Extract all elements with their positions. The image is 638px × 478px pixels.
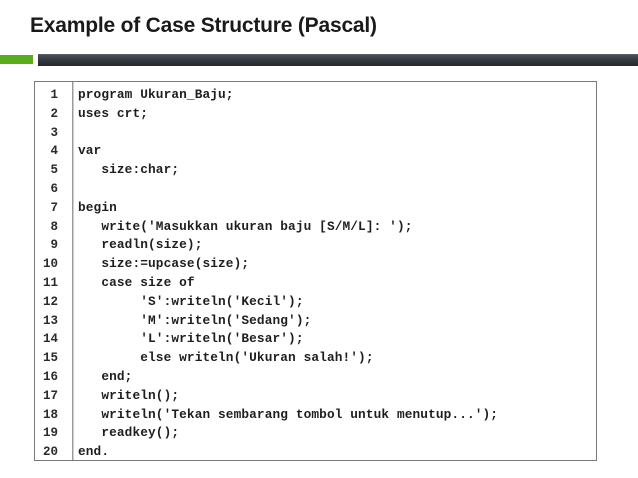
code-line: 1 program Ukuran_Baju; [35, 86, 596, 105]
line-number: 12 [42, 294, 58, 309]
code-line-text: write('Masukkan ukuran baju [S/M/L]: '); [78, 218, 413, 234]
line-number: 8 [50, 219, 58, 234]
divider-dark-bar [38, 54, 638, 66]
code-line-text: 'L':writeln('Besar'); [78, 331, 304, 347]
gutter-separator [72, 82, 74, 460]
line-number: 9 [50, 238, 58, 253]
title-divider [0, 54, 638, 66]
code-line-text: program Ukuran_Baju; [78, 87, 234, 102]
code-line-text: 'S':writeln('Kecil'); [78, 293, 304, 309]
code-line: 10 size:=upcase(size); [35, 255, 596, 274]
code-line: 18 writeln('Tekan sembarang tombol untuk… [35, 406, 596, 425]
code-line-text: writeln('Tekan sembarang tombol untuk me… [78, 406, 499, 422]
code-line: 13 'M':writeln('Sedang'); [35, 312, 596, 331]
code-line-text: readln(size); [78, 237, 203, 253]
code-line: 7 begin [35, 199, 596, 218]
code-line-text: size:=upcase(size); [78, 256, 250, 272]
line-number: 13 [42, 313, 58, 328]
code-line: 15 else writeln('Ukuran salah!'); [35, 349, 596, 368]
line-number: 17 [42, 388, 58, 403]
code-line: 5 size:char; [35, 161, 596, 180]
code-line-text: end; [78, 368, 133, 384]
code-line: 9 readln(size); [35, 236, 596, 255]
line-number: 5 [50, 163, 58, 178]
line-number: 19 [42, 426, 58, 441]
line-number: 16 [42, 369, 58, 384]
code-line: 4 var [35, 142, 596, 161]
code-line: 8 write('Masukkan ukuran baju [S/M/L]: '… [35, 218, 596, 237]
code-block: 1 program Ukuran_Baju; 2 uses crt; 3 4 var 5 si… [34, 81, 597, 461]
code-line: 2 uses crt; [35, 105, 596, 124]
code-line: 6 [35, 180, 596, 199]
line-number: 6 [50, 181, 58, 196]
line-number: 14 [42, 332, 58, 347]
code-line-text: begin [78, 199, 117, 215]
line-number: 15 [42, 351, 58, 366]
code-line-text: case size of [78, 274, 195, 290]
line-number: 20 [42, 445, 58, 460]
code-line-text: size:char; [78, 162, 180, 178]
line-number: 7 [50, 200, 58, 215]
code-line: 16 end; [35, 368, 596, 387]
line-number: 11 [42, 275, 58, 290]
code-line: 11 case size of [35, 274, 596, 293]
code-line-text: else writeln('Ukuran salah!'); [78, 350, 374, 366]
code-line-list: 1 program Ukuran_Baju; 2 uses crt; 3 4 var 5 si… [35, 86, 596, 460]
code-line-text: readkey(); [78, 425, 180, 441]
code-line-text: end. [78, 444, 110, 460]
code-line-text: uses crt; [78, 105, 149, 121]
code-line-text: var [78, 143, 102, 159]
code-line-text: 'M':writeln('Sedang'); [78, 312, 312, 328]
line-number: 1 [50, 88, 58, 102]
line-number: 4 [50, 144, 58, 159]
line-number: 3 [50, 125, 58, 140]
code-line: 19 readkey(); [35, 424, 596, 443]
code-line: 12 'S':writeln('Kecil'); [35, 293, 596, 312]
divider-green-accent [0, 55, 33, 64]
code-line: 17 writeln(); [35, 387, 596, 406]
line-number: 2 [50, 106, 58, 121]
line-number: 10 [42, 257, 58, 272]
code-line-text: writeln(); [78, 387, 180, 403]
line-number: 18 [42, 407, 58, 422]
code-line: 14 'L':writeln('Besar'); [35, 330, 596, 349]
code-line: 3 [35, 124, 596, 143]
page-title: Example of Case Structure (Pascal) [30, 14, 377, 37]
code-line: 20 end. [35, 443, 596, 460]
